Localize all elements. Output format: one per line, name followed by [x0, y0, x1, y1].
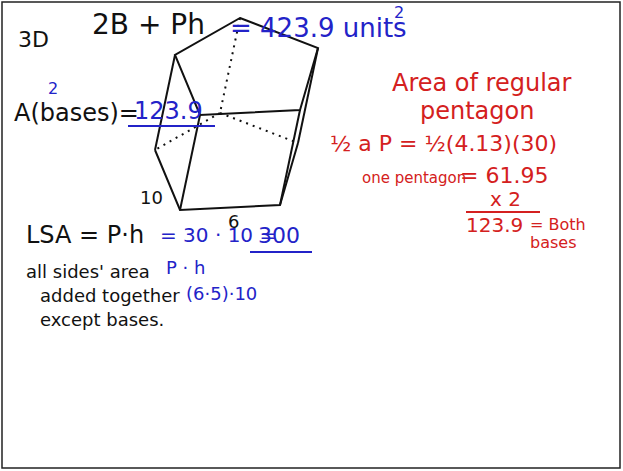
calculation: (6·5)·10: [186, 284, 257, 304]
explanation-note: all sides' area: [26, 262, 150, 282]
explanation-note: except bases.: [40, 310, 164, 330]
formula: A(bases)=: [14, 100, 139, 126]
result-value: 123.9: [134, 98, 203, 124]
explanation-note: one pentagon: [362, 170, 466, 187]
underline: [128, 125, 215, 127]
calculation: x 2: [490, 188, 521, 210]
result-value: 300: [258, 224, 300, 248]
formula: LSA = P·h: [26, 222, 144, 248]
explanation-note: added together: [40, 286, 180, 306]
formula-note: P · h: [166, 258, 205, 278]
calculation: ½ a P = ½(4.13)(30): [330, 132, 557, 156]
result-value: = 423.9 units: [230, 14, 407, 43]
exponent: 2: [48, 80, 58, 98]
underline: [466, 211, 540, 213]
result-value: 123.9: [466, 214, 523, 236]
heading-note: 3D: [18, 28, 49, 52]
side-heading: Area of regular: [392, 70, 571, 96]
result-value: = 61.95: [460, 164, 548, 188]
explanation-note: = Both bases: [530, 216, 594, 251]
side-heading: pentagon: [420, 98, 534, 124]
exponent: 2: [394, 4, 404, 22]
dimension-label: 10: [140, 188, 163, 208]
underline: [250, 251, 312, 253]
formula: 2B + Ph: [92, 10, 205, 41]
